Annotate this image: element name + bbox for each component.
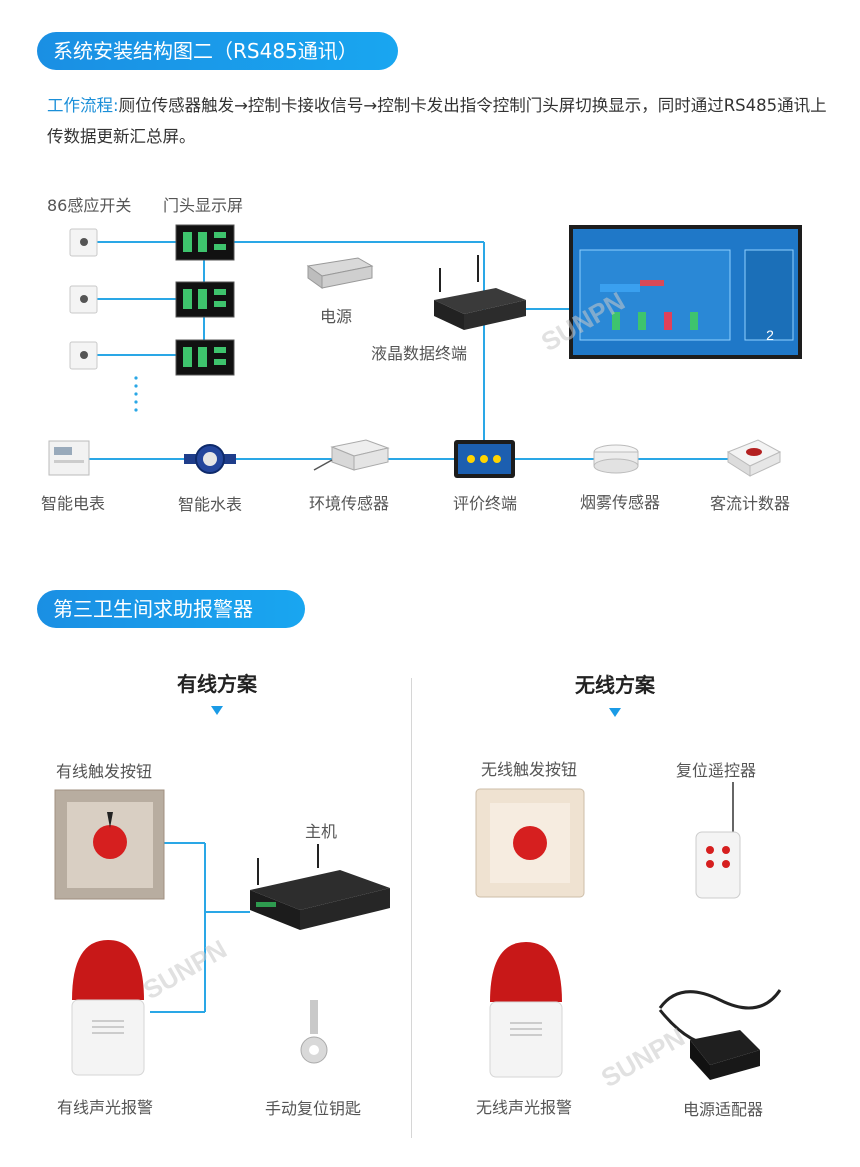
label-smoke-sensor: 烟雾传感器 <box>579 493 661 512</box>
label-water-meter: 智能水表 <box>177 495 243 514</box>
workflow-keyword: 工作流程: <box>47 96 119 115</box>
smart-meter <box>48 440 90 476</box>
label-lcd-terminal: 液晶数据终端 <box>371 344 468 363</box>
wireless-arrow-icon <box>609 708 621 717</box>
summary-screen-number: 2 <box>766 327 774 343</box>
label-power: 电源 <box>320 307 353 326</box>
svg-text:SUNPN: SUNPN <box>138 934 232 1005</box>
label-sensor-switch: 86感应开关 <box>47 196 132 215</box>
wireless-heading: 无线方案 <box>575 673 655 697</box>
section-title-structure: 系统安装结构图二（RS485通讯） <box>37 32 398 70</box>
door-screen-3 <box>175 339 235 376</box>
wired-heading: 有线方案 <box>177 672 257 696</box>
sensor-switch-3 <box>69 341 98 370</box>
environment-sensor <box>313 439 390 471</box>
people-counter <box>726 439 782 477</box>
reset-remote <box>695 782 741 899</box>
label-env-sensor: 环境传感器 <box>308 494 390 513</box>
manual-reset-key <box>300 1000 328 1064</box>
label-wired-alarm: 有线声光报警 <box>57 1098 154 1117</box>
continuation-dots <box>134 376 138 412</box>
workflow-text: 工作流程:厕位传感器触发→控制卡接收信号→控制卡发出指令控制门头屏切换显示，同时… <box>47 90 827 152</box>
label-power-adapter: 电源适配器 <box>683 1100 764 1119</box>
wired-connection-lines <box>150 842 250 1013</box>
sensor-switch-2 <box>69 285 98 314</box>
workflow-description: 厕位传感器触发→控制卡接收信号→控制卡发出指令控制门头屏切换显示，同时通过RS4… <box>47 96 827 146</box>
label-eval-terminal: 评价终端 <box>452 494 518 513</box>
wired-arrow-icon <box>211 706 223 715</box>
section-title-alarm: 第三卫生间求助报警器 <box>37 590 305 628</box>
wireless-trigger-button <box>475 788 585 898</box>
label-wireless-trigger: 无线触发按钮 <box>481 760 578 779</box>
host-device <box>250 844 390 930</box>
label-door-screen: 门头显示屏 <box>163 196 244 215</box>
summary-screen: 2 <box>569 225 802 359</box>
door-screen-1 <box>175 224 235 261</box>
wired-trigger-button <box>54 789 165 900</box>
label-people-counter: 客流计数器 <box>709 494 791 513</box>
door-screen-2 <box>175 281 235 318</box>
label-wireless-alarm: 无线声光报警 <box>476 1098 573 1117</box>
smoke-sensor <box>593 444 639 474</box>
label-wired-trigger: 有线触发按钮 <box>56 762 153 781</box>
wired-alarm <box>71 940 145 1076</box>
label-host: 主机 <box>305 822 338 841</box>
sensor-switch-1 <box>69 228 98 257</box>
wireless-alarm <box>489 942 563 1078</box>
label-smart-meter: 智能电表 <box>40 494 106 513</box>
evaluation-terminal <box>454 440 515 478</box>
label-reset-key: 手动复位钥匙 <box>265 1099 362 1118</box>
svg-text:SUNPN: SUNPN <box>596 1022 690 1093</box>
water-meter <box>184 444 236 474</box>
power-supply <box>306 257 374 289</box>
lcd-data-terminal <box>434 255 526 330</box>
label-reset-remote: 复位遥控器 <box>676 761 757 780</box>
section-divider <box>411 678 412 1138</box>
power-adapter <box>658 989 782 1080</box>
